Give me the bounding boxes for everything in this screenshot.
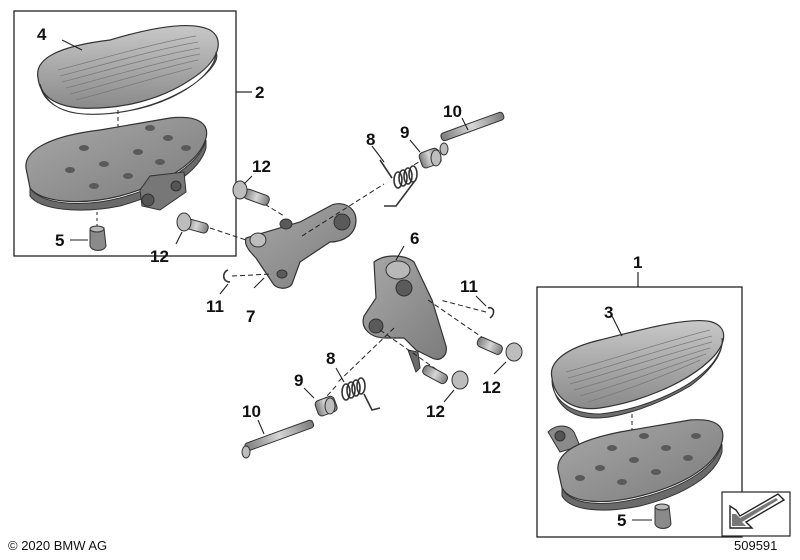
bolt-12-upper-left [176, 212, 209, 234]
callout-3: 3 [604, 303, 613, 322]
callout-12-upper-left: 12 [150, 247, 169, 266]
bushing-9-upper [418, 147, 442, 169]
callout-5-top: 5 [55, 231, 64, 250]
callout-12-upper-right: 12 [252, 157, 271, 176]
callout-11-right: 11 [460, 277, 478, 296]
bolt-12-lower-right [476, 336, 523, 362]
callout-10-lower: 10 [242, 402, 261, 421]
document-number: 509591 [734, 538, 778, 553]
rubber-stopper-top [89, 225, 107, 251]
callout-12-lower-middle: 12 [426, 402, 445, 421]
callout-9-upper: 9 [400, 123, 409, 142]
callout-10-upper: 10 [443, 102, 462, 121]
footboard-plate-top [25, 116, 208, 211]
bracket-7 [244, 203, 357, 289]
pin-10-lower [241, 419, 315, 459]
clip-11-right [487, 306, 495, 319]
callout-6: 6 [410, 229, 419, 248]
group-frame-2 [13, 10, 237, 257]
orientation-arrow-icon [721, 491, 791, 537]
clip-11-left [222, 269, 231, 283]
spring-8-upper [379, 159, 418, 207]
callout-11-left: 11 [206, 297, 224, 316]
bracket-6 [362, 255, 447, 373]
pin-10-upper [439, 111, 505, 156]
bolt-12-upper-right [232, 180, 270, 206]
copyright-text: © 2020 BMW AG [8, 538, 108, 553]
callout-7: 7 [246, 307, 255, 326]
bushing-9-lower [314, 395, 338, 417]
bolt-12-lower-middle [422, 364, 469, 390]
callout-2: 2 [255, 83, 264, 102]
group-frame-1 [536, 286, 743, 538]
callout-8-upper: 8 [366, 130, 375, 149]
callout-12-lower-right: 12 [482, 378, 501, 397]
callout-5-bottom: 5 [617, 511, 626, 530]
spring-8-lower [341, 377, 381, 411]
callout-4: 4 [37, 25, 47, 44]
footboard-pad-bottom [550, 319, 725, 419]
rubber-stopper-bottom [654, 503, 672, 529]
callout-9-lower: 9 [294, 371, 303, 390]
callout-8-lower: 8 [326, 349, 335, 368]
footboard-plate-bottom [547, 419, 724, 511]
callout-1: 1 [633, 253, 642, 272]
footboard-pad-top [37, 24, 219, 115]
